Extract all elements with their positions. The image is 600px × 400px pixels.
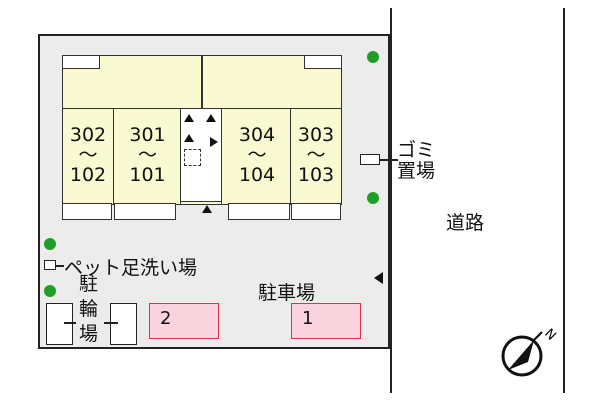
parking-space-2: 2 (149, 303, 219, 339)
unit-label: 303 ～ 103 (297, 124, 335, 186)
unit-303-103 (290, 108, 342, 205)
entrance-arrow-icon (184, 114, 194, 122)
tree-icon (367, 192, 379, 204)
pet-wash-leader-line (56, 265, 64, 267)
road-boundary-left (390, 8, 392, 393)
mailbox-icon (184, 149, 201, 166)
compass-label: N (541, 326, 558, 343)
unit-label: 304 ～ 104 (238, 124, 276, 186)
garbage-box (360, 154, 380, 165)
balcony (304, 55, 342, 69)
bicycle-rack (110, 303, 137, 345)
entrance-arrow-icon (374, 272, 383, 284)
bicycle-leader-line (104, 322, 118, 324)
bicycle-leader-line (64, 322, 76, 324)
car-parking-label: 駐車場 (258, 282, 316, 304)
balcony (114, 203, 176, 220)
garbage-area-label: ゴミ 置場 (397, 139, 436, 182)
building-divider (201, 55, 203, 109)
road-label: 道路 (446, 212, 485, 234)
parking-space-1: 1 (291, 303, 361, 339)
bicycle-rack (46, 303, 73, 345)
balcony (291, 203, 341, 220)
pet-wash-label: ペット足洗い場 (64, 257, 198, 279)
stairwell (180, 108, 222, 202)
unit-label: 302 ～ 102 (69, 124, 107, 186)
balcony (228, 203, 290, 220)
tree-icon (44, 285, 56, 297)
road-boundary-right (563, 8, 565, 393)
bicycle-parking-label: 駐 輪 場 (79, 273, 99, 345)
north-compass-icon: N (501, 326, 558, 377)
balcony (62, 55, 100, 69)
tree-icon (44, 238, 56, 250)
entrance-arrow-icon (210, 137, 218, 147)
entrance-arrow-icon (206, 114, 216, 122)
unit-304-104 (221, 108, 291, 205)
pet-wash-box (44, 260, 56, 270)
entrance-arrow-icon (202, 205, 212, 213)
entrance-arrow-icon (184, 134, 194, 142)
unit-label: 301 ～ 101 (129, 124, 166, 186)
garbage-leader-line (380, 159, 398, 161)
tree-icon (367, 51, 379, 63)
balcony (62, 203, 112, 220)
